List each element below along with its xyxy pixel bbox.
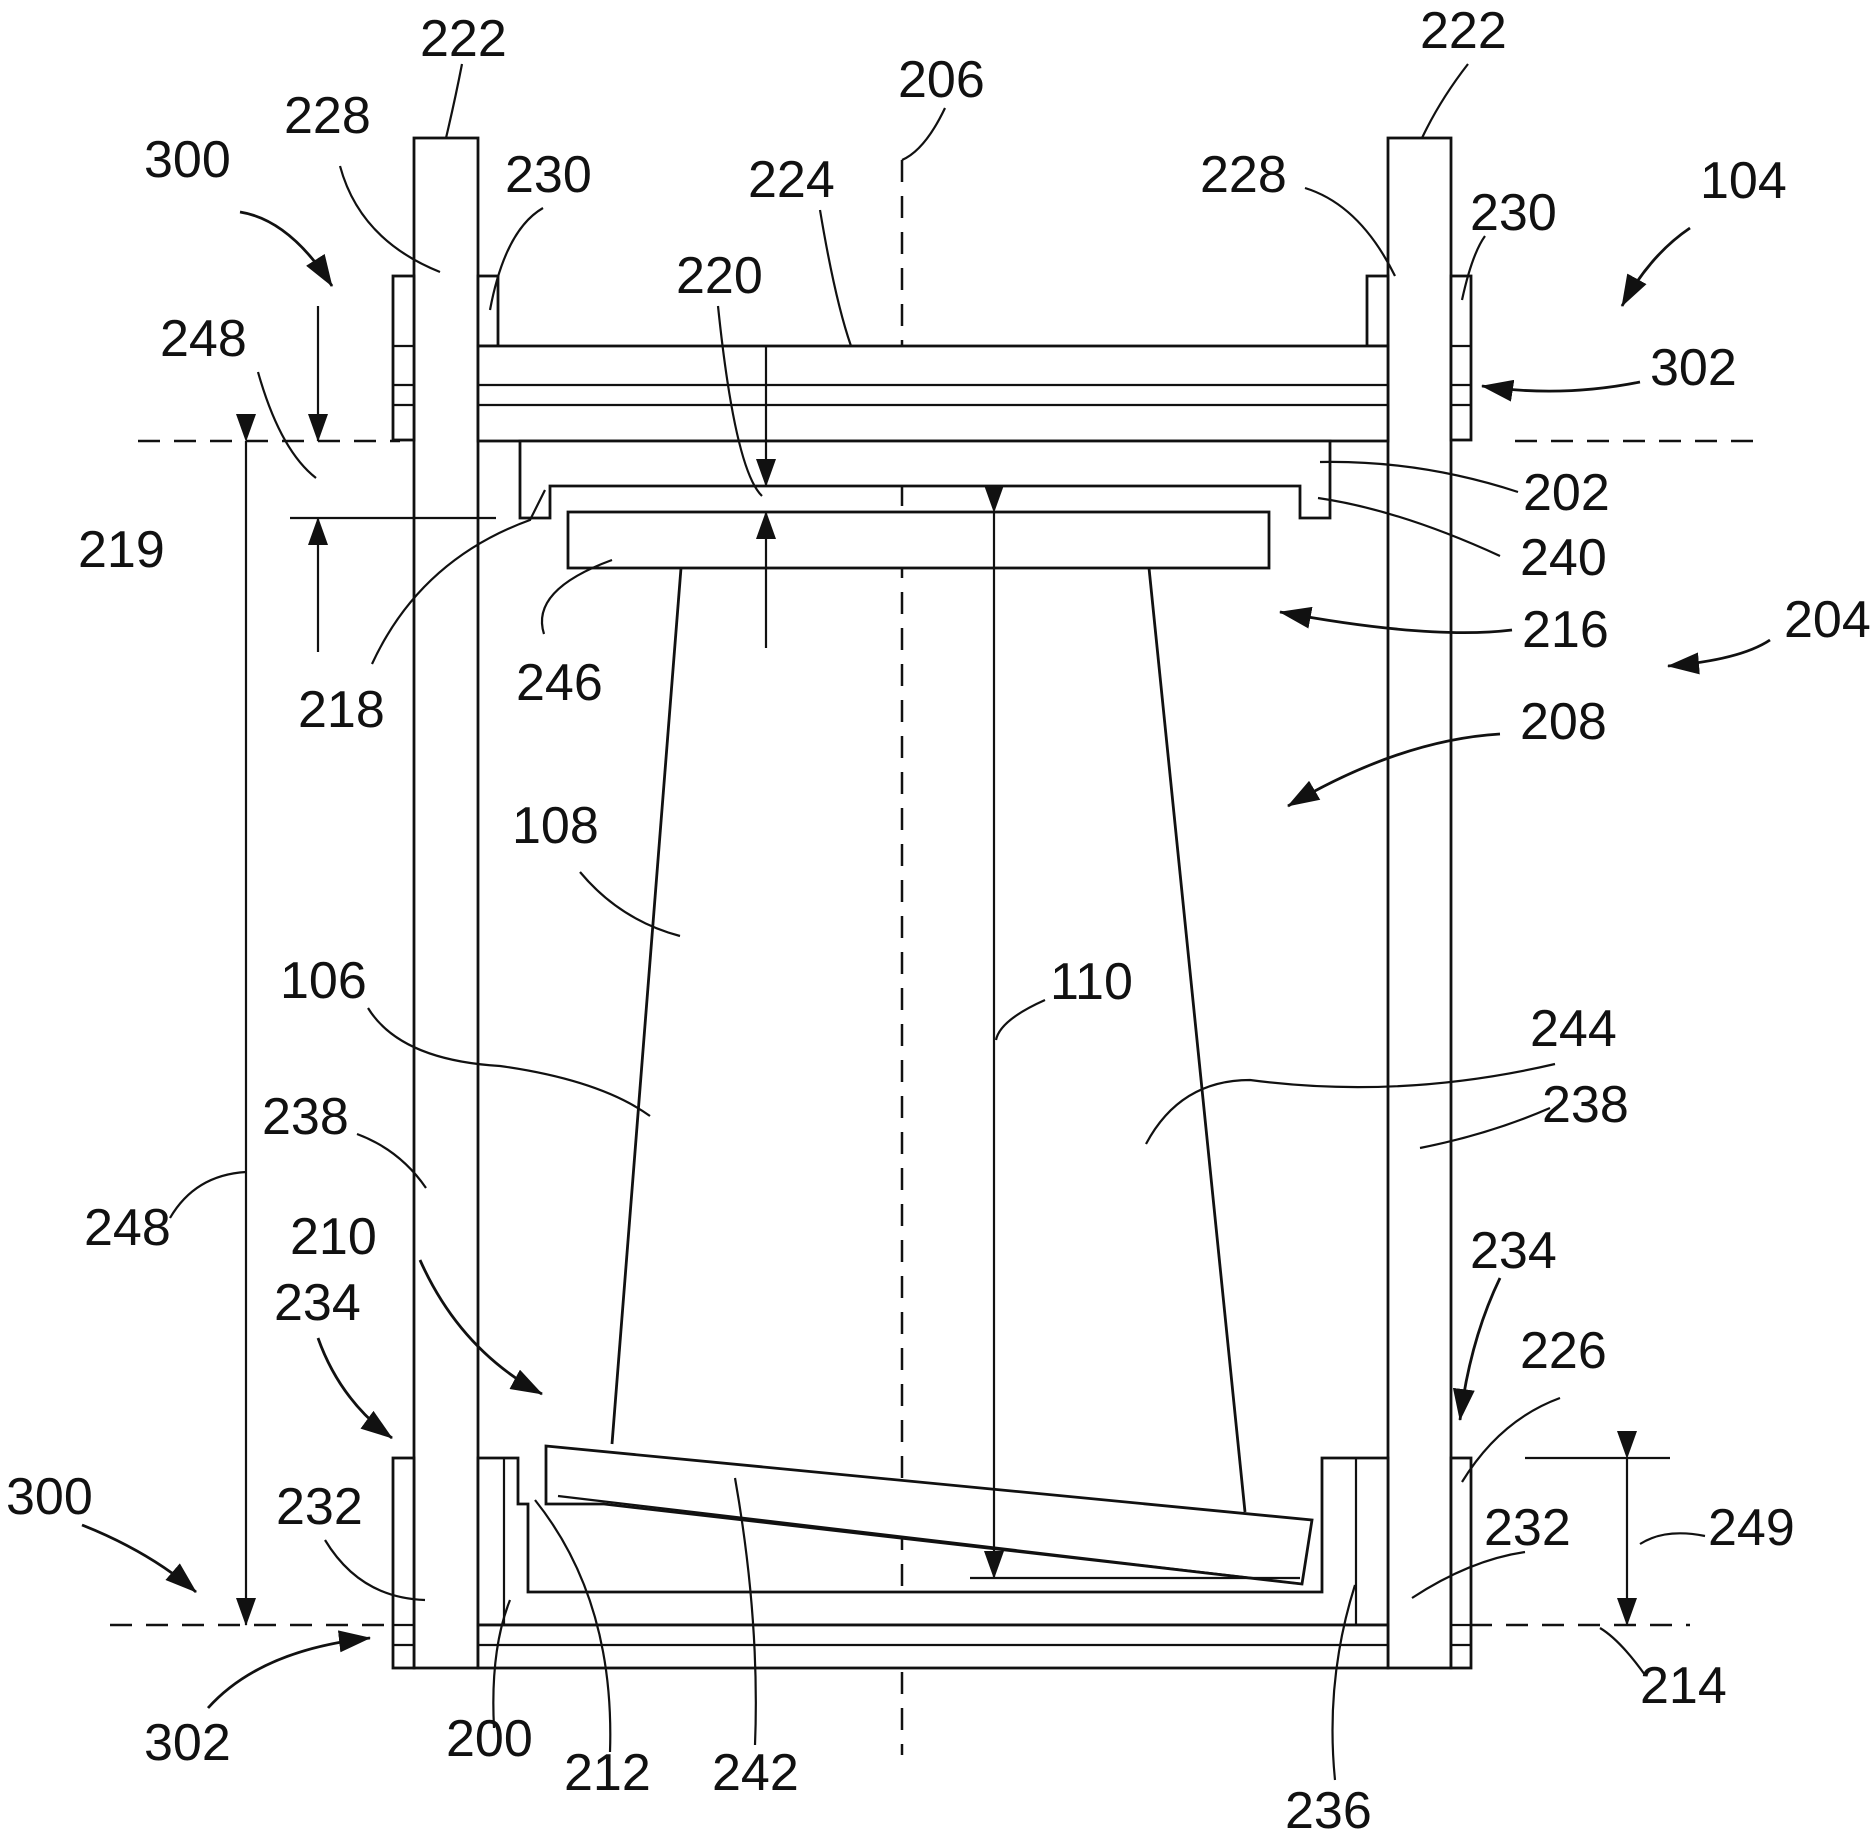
label-230-right: 230 [1470, 184, 1557, 242]
label-104: 104 [1700, 152, 1787, 210]
label-228-left: 228 [284, 87, 371, 145]
label-240: 240 [1520, 529, 1607, 587]
label-222-right: 222 [1420, 2, 1507, 60]
label-210: 210 [290, 1208, 377, 1266]
label-220: 220 [676, 247, 763, 305]
upper-plate-246 [568, 512, 1269, 568]
leader-106 [368, 1008, 650, 1116]
label-300-top: 300 [144, 131, 231, 189]
leader-226 [1462, 1398, 1560, 1482]
leader-248-left [170, 1172, 246, 1218]
label-302-bottom: 302 [144, 1714, 231, 1772]
label-202: 202 [1523, 464, 1610, 522]
top-plate-224 [478, 346, 1388, 441]
label-212: 212 [564, 1744, 651, 1802]
bottom-left-plate-232 [393, 1458, 414, 1668]
label-249: 249 [1708, 1499, 1795, 1557]
label-236: 236 [1285, 1782, 1372, 1837]
arrow-234-left [318, 1338, 392, 1438]
label-108: 108 [512, 797, 599, 855]
leader-249 [1640, 1533, 1705, 1544]
bottom-base-plate [478, 1625, 1388, 1668]
label-232-left: 232 [276, 1478, 363, 1536]
lower-platform-242 [546, 1446, 1312, 1584]
label-238-right: 238 [1542, 1076, 1629, 1134]
label-200: 200 [446, 1710, 533, 1768]
arrow-302-top [1482, 382, 1640, 391]
blade-left-edge [612, 568, 681, 1444]
leader-222-left [446, 64, 462, 138]
label-216: 216 [1522, 601, 1609, 659]
leader-222-right [1422, 64, 1468, 138]
label-234-left: 234 [274, 1274, 361, 1332]
leader-224 [820, 210, 851, 346]
arrow-204 [1668, 640, 1770, 666]
label-242: 242 [712, 1744, 799, 1802]
label-224: 224 [748, 151, 835, 209]
label-244: 244 [1530, 1000, 1617, 1058]
blade-right-edge [1149, 568, 1245, 1512]
leader-108 [580, 872, 680, 936]
label-246: 246 [516, 654, 603, 712]
leader-246 [542, 560, 612, 634]
arrow-234-right [1460, 1278, 1500, 1420]
label-110: 110 [1050, 953, 1133, 1011]
left-side-rail-222 [414, 138, 478, 1668]
arrow-300-bottom [82, 1525, 196, 1592]
label-248-top: 248 [160, 310, 247, 368]
label-226: 226 [1520, 1322, 1607, 1380]
top-right-plate-230-inner [1367, 276, 1388, 346]
label-230-left: 230 [505, 146, 592, 204]
arrow-104 [1622, 228, 1690, 306]
leader-248-top [258, 372, 316, 478]
label-228-right: 228 [1200, 146, 1287, 204]
bottom-right-plate-232 [1451, 1458, 1471, 1668]
label-232-right: 232 [1484, 1499, 1571, 1557]
leader-214 [1600, 1628, 1645, 1675]
label-106: 106 [280, 952, 367, 1010]
arrow-302-bottom [208, 1638, 370, 1708]
label-238-left: 238 [262, 1088, 349, 1146]
reference-numerals: 222 222 206 228 228 300 230 230 224 104 … [6, 2, 1871, 1837]
label-208: 208 [1520, 693, 1607, 751]
label-234-right: 234 [1470, 1222, 1557, 1280]
label-214: 214 [1640, 1657, 1727, 1715]
arrow-300-top [240, 212, 332, 286]
top-right-plate-230-outer [1451, 276, 1471, 440]
leader-110 [996, 1000, 1045, 1040]
upper-holder-202 [520, 441, 1330, 518]
leader-206 [902, 108, 945, 160]
leader-228-right [1305, 188, 1395, 276]
label-206: 206 [898, 51, 985, 109]
label-222-left: 222 [420, 10, 507, 68]
label-300-bottom: 300 [6, 1468, 93, 1526]
label-218: 218 [298, 681, 385, 739]
label-204: 204 [1784, 591, 1871, 649]
label-219: 219 [78, 521, 165, 579]
label-248-left: 248 [84, 1199, 171, 1257]
right-side-rail-222 [1388, 138, 1451, 1668]
label-302-top: 302 [1650, 339, 1737, 397]
top-left-plate-230-outer [393, 276, 414, 440]
